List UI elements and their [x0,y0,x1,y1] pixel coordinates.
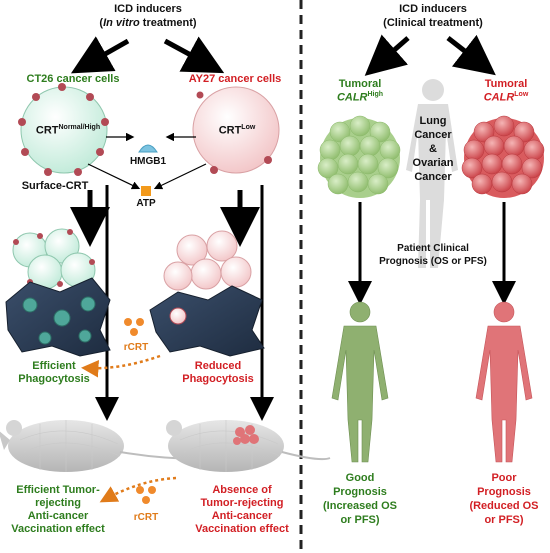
tumor-calr-low [461,115,545,198]
right-title-line2: (Clinical treatment) [383,17,483,29]
rcrt-arrow-top [81,354,161,378]
tumoral-high-sup: High [367,91,384,98]
reduced-phago-line1: Reduced [194,360,242,372]
good-line3: (Increased OS [323,500,397,512]
prognosis-line1: Patient Clinical [397,243,469,254]
mouse-tumor [166,420,331,472]
tumoral-high-line2: CALRHigh [320,91,400,104]
efficient-vacc-line3: Anti-cancer [27,510,89,522]
left-title-italic: In vitro [103,17,140,29]
rcrt-dots-top [124,318,144,336]
cancer-line2: Cancer [414,129,452,141]
tumor-calr-high [317,115,401,198]
tumoral-low-base: CALR [483,91,515,104]
arrow-to-ct26 [70,36,130,74]
atp-icon [141,186,151,196]
cancer-line5: Cancer [414,171,452,183]
efficient-phago-line2: Phagocytosis [18,373,90,385]
absence-vacc-line1: Absence of [212,484,272,496]
crt-low-label: CRTLow [212,124,262,137]
arrow-ct26-atp [87,163,141,190]
hmgb1-icon [138,144,158,153]
ct26-cell [18,83,109,176]
poor-line3: (Reduced OS [469,500,539,512]
hmgb1-label: HMGB1 [129,156,167,167]
arrow-to-calr-low [446,34,496,76]
right-title-line1: ICD inducers [399,3,467,15]
absence-vacc-line2: Tumor-rejecting [200,497,284,509]
crt-normal-sup: Normal/High [58,124,101,131]
reduced-phago-line2: Phagocytosis [182,373,254,385]
crt-low-base: CRT [218,124,242,137]
ct26-label: CT26 cancer cells [26,73,120,85]
surface-crt-label: Surface-CRT [21,180,89,192]
prognosis-line2: Prognosis (OS or PFS) [379,256,487,267]
crt-normal-label: CRTNormal/High [28,124,108,137]
left-title-line1: ICD inducers [114,3,182,15]
rcrt-label-bottom: rCRT [133,512,159,523]
human-figure-good [331,301,389,463]
tumoral-high-base: CALR [336,91,368,104]
ay27-cell [192,86,280,174]
left-title-open: ( [99,17,104,29]
cancer-line4: Ovarian [412,157,454,169]
tumoral-low-sup: Low [514,91,529,98]
efficient-phago-line1: Efficient [32,360,76,372]
rcrt-label-top: rCRT [123,342,149,353]
good-line4: or PFS) [340,514,380,526]
efficient-vacc-line2: rejecting [35,497,81,509]
cancer-line3: & [429,143,437,155]
ct26-cell-cluster [12,228,96,290]
mouse-efficient [0,420,241,472]
poor-line1: Poor [491,472,517,484]
crt-normal-base: CRT [35,124,59,137]
good-line2: Prognosis [333,486,387,498]
rcrt-dots-bottom [136,486,156,504]
left-title-rest: treatment) [139,17,197,29]
ay27-label: AY27 cancer cells [188,73,282,85]
atp-label: ATP [136,198,156,209]
efficient-vacc-line1: Efficient Tumor- [16,484,100,496]
poor-line2: Prognosis [477,486,531,498]
poor-line4: or PFS) [484,514,524,526]
ay27-macrophage [149,285,265,357]
arrow-ay27-atp [153,163,207,190]
tumoral-low-line1: Tumoral [484,78,528,90]
ct26-macrophage [5,277,111,357]
cancer-line1: Lung [419,115,447,127]
tumoral-low-line2: CALRLow [466,91,546,104]
human-figure-grey [406,79,458,268]
crt-low-sup: Low [241,124,256,131]
arrow-to-ay27 [163,36,225,74]
efficient-vacc-line4: Vaccination effect [11,523,105,535]
absence-vacc-line4: Vaccination effect [195,523,289,535]
absence-vacc-line3: Anti-cancer [211,510,273,522]
arrow-to-calr-high [364,34,410,76]
left-title-line2: (In vitro treatment) [80,17,216,29]
mouse-tumor-mass [233,425,259,445]
ay27-cell-cluster [163,230,252,291]
human-figure-poor [475,301,533,463]
good-line1: Good [345,472,375,484]
rcrt-arrow-bottom [99,476,177,503]
tumoral-high-line1: Tumoral [338,78,382,90]
